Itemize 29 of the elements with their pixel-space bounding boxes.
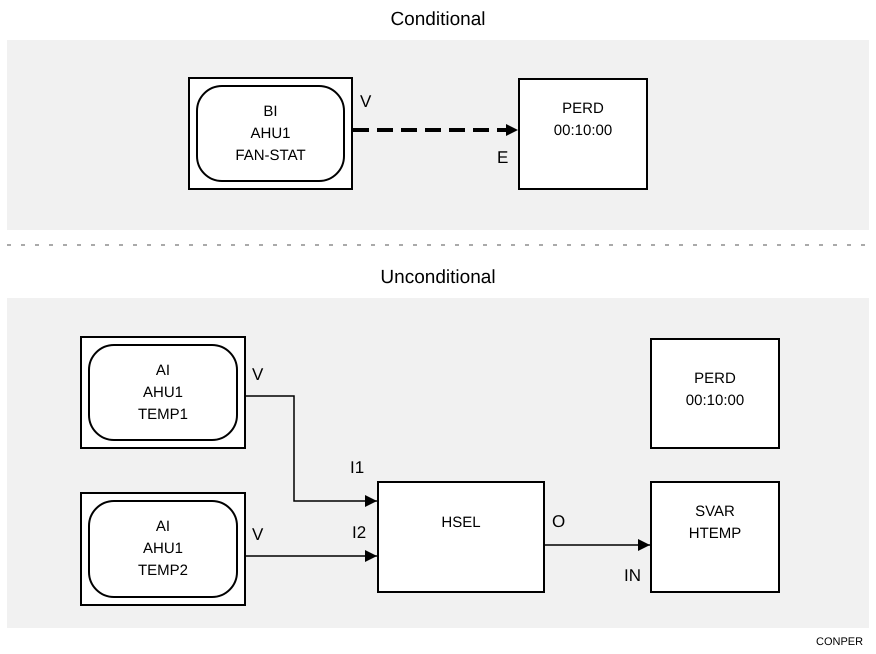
port-label: I2	[352, 523, 366, 543]
block-label: PERD 00:10:00	[686, 368, 744, 410]
diagram-code: CONPER	[816, 636, 864, 648]
connector-arrow	[545, 539, 650, 551]
block-frame	[188, 77, 353, 190]
block-label: HSEL	[441, 513, 481, 533]
connector-arrow	[246, 395, 377, 507]
block-frame	[80, 492, 246, 606]
port-label: V	[360, 92, 372, 112]
connector-arrow	[246, 550, 377, 562]
section-title: Unconditional	[379, 267, 497, 289]
block-label: SVAR HTEMP	[688, 502, 742, 544]
port-label: I1	[350, 458, 364, 478]
block-frame	[80, 336, 246, 449]
block-label: AI AHU1 TEMP1	[138, 360, 188, 424]
block-label: PERD 00:10:00	[554, 99, 612, 141]
port-label: O	[552, 512, 566, 532]
connector-arrow	[353, 124, 518, 136]
function-block	[650, 338, 780, 449]
block-label: AI AHU1 TEMP2	[138, 517, 188, 581]
port-label: V	[252, 525, 264, 545]
port-label: IN	[624, 566, 641, 586]
function-block	[650, 481, 780, 593]
section-title: Conditional	[389, 9, 487, 31]
block-label: BI AHU1 FAN-STAT	[235, 102, 306, 166]
port-label: E	[497, 148, 508, 168]
port-label: V	[252, 365, 264, 385]
function-block	[377, 481, 545, 593]
function-block	[518, 78, 648, 190]
